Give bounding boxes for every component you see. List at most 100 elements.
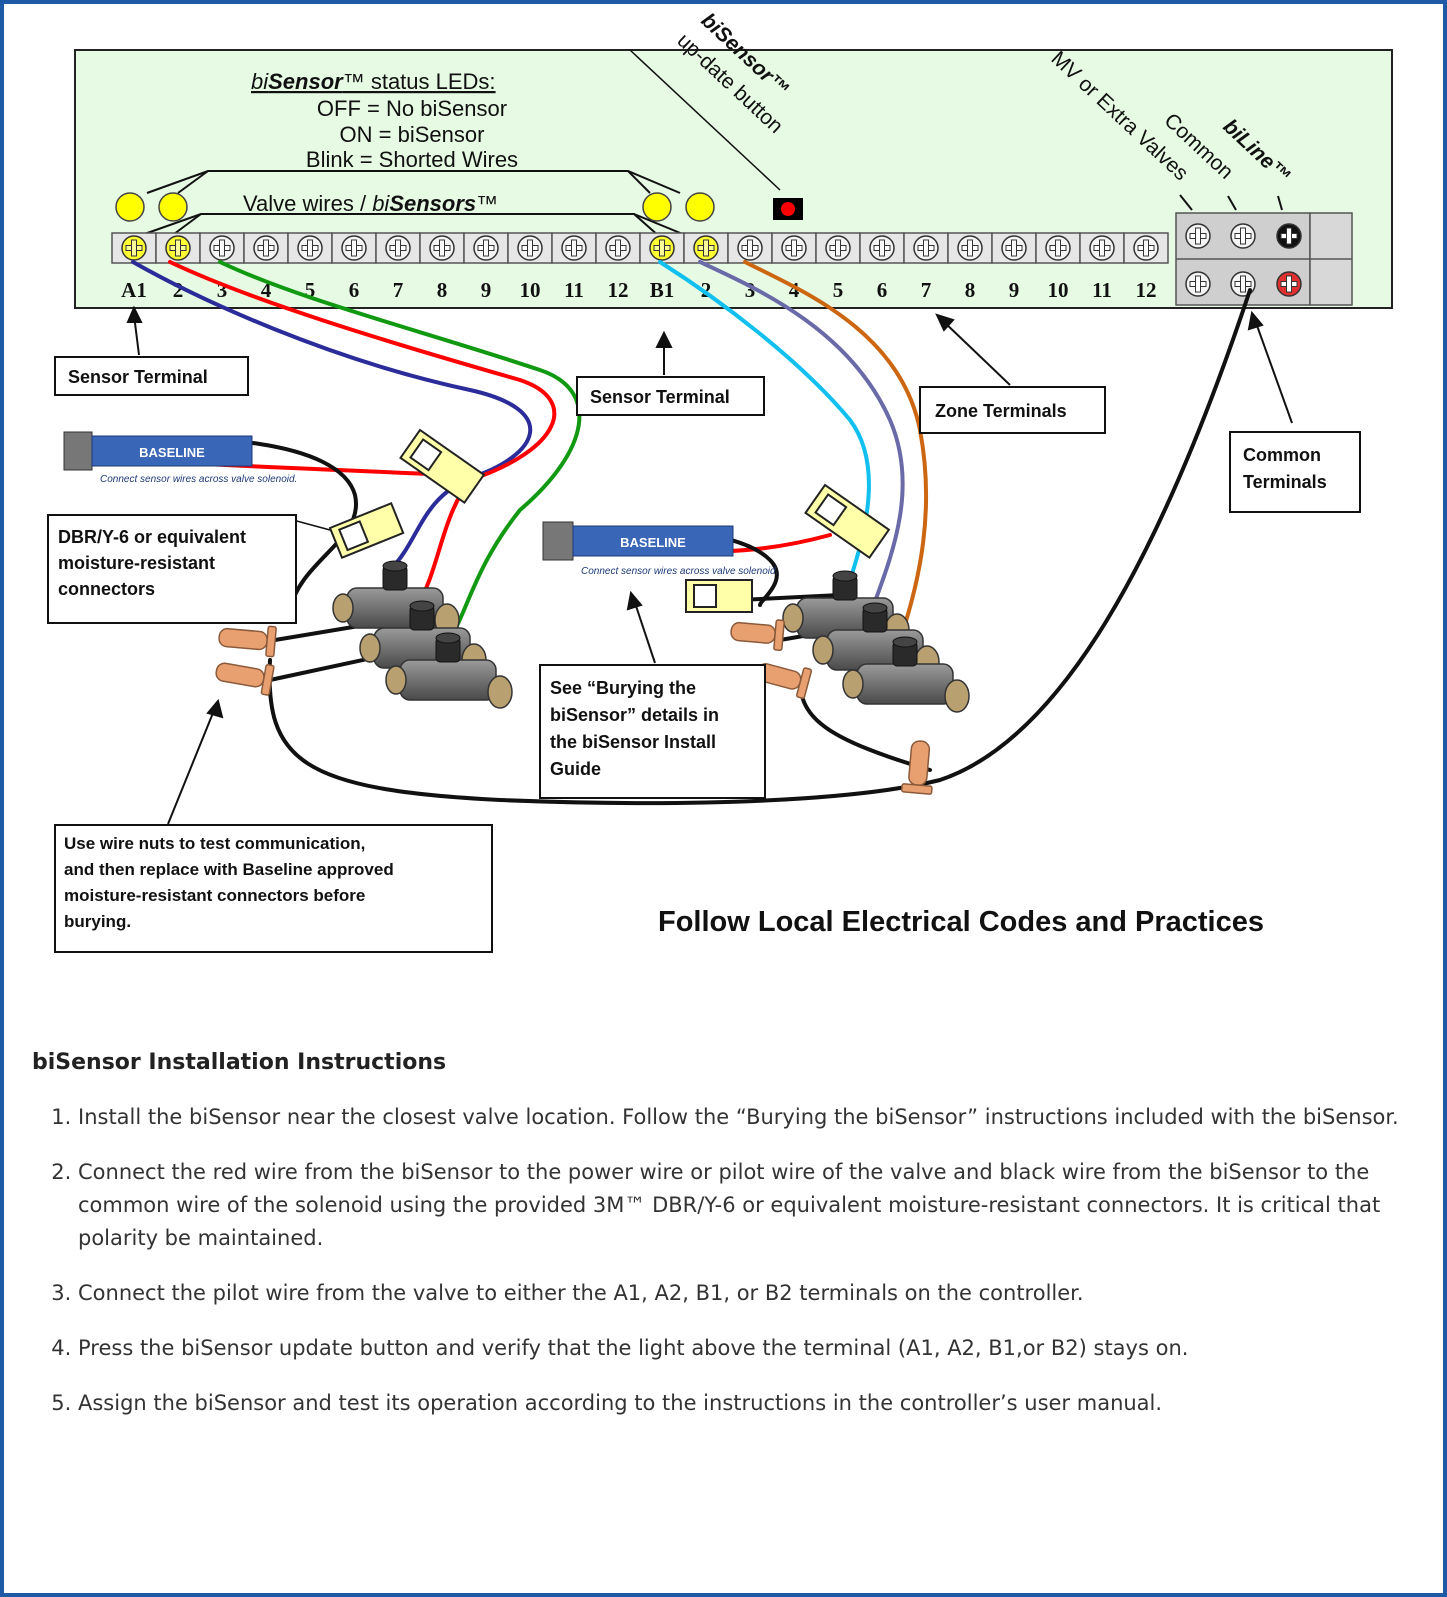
wiring-diagram: biSensor™ status LEDs: OFF = No biSensor… bbox=[47, 9, 1393, 953]
terminal-label: 4 bbox=[261, 278, 272, 302]
terminal-label: 3 bbox=[745, 278, 756, 302]
valve-icon bbox=[385, 632, 513, 709]
terminal-screw-icon bbox=[517, 235, 543, 261]
callout-burying-bisensor: See “Burying the biSensor” details in th… bbox=[539, 664, 766, 799]
instructions-list: Install the biSensor near the closest va… bbox=[32, 1101, 1412, 1420]
terminal-screw-icon bbox=[957, 235, 983, 261]
terminal-screw-icon bbox=[649, 235, 675, 261]
bisensor-device-b: BASELINE Connect sensor wires across val… bbox=[542, 521, 778, 577]
status-blink-text: Blink = Shorted Wires bbox=[306, 147, 518, 172]
callout-sensor-terminal-a: Sensor Terminal bbox=[54, 356, 249, 396]
terminal-label: 12 bbox=[1136, 278, 1157, 302]
svg-text:See “Burying the: See “Burying the bbox=[550, 678, 696, 698]
terminal-label: 12 bbox=[608, 278, 629, 302]
terminal-screw-icon bbox=[473, 235, 499, 261]
terminal-label: 2 bbox=[701, 278, 712, 302]
callout-dbr-connectors: DBR/Y-6 or equivalent moisture-resistant… bbox=[47, 514, 297, 624]
terminal-label: 5 bbox=[833, 278, 844, 302]
svg-text:Use wire nuts to test communic: Use wire nuts to test communication, bbox=[64, 834, 365, 853]
callout-sensor-terminal-b: Sensor Terminal bbox=[576, 376, 765, 416]
svg-text:biSensor” details in: biSensor” details in bbox=[550, 705, 719, 725]
instruction-step: Connect the red wire from the biSensor t… bbox=[78, 1156, 1412, 1255]
status-leds-title: biSensor™ status LEDs: bbox=[251, 69, 496, 94]
terminal-screw-icon bbox=[693, 235, 719, 261]
svg-text:moisture-resistant connectors: moisture-resistant connectors before bbox=[64, 886, 365, 905]
valve-wires-label: Valve wires / biSensors™ bbox=[243, 191, 498, 216]
svg-text:the biSensor Install: the biSensor Install bbox=[550, 732, 716, 752]
callout-pointers bbox=[126, 305, 1293, 825]
common-terminal-screw-icon bbox=[1276, 223, 1302, 249]
status-on-text: ON = biSensor bbox=[340, 122, 485, 147]
terminal-screw-icon bbox=[341, 235, 367, 261]
terminal-screw-icon bbox=[253, 235, 279, 261]
terminal-label: 4 bbox=[789, 278, 800, 302]
common-terminal-screw-icon bbox=[1185, 271, 1211, 297]
terminal-label: 8 bbox=[437, 278, 448, 302]
common-terminal-screw-icon bbox=[1230, 223, 1256, 249]
valves bbox=[332, 560, 970, 713]
sensor-a-brand: BASELINE bbox=[139, 445, 205, 460]
wire-common-main bbox=[267, 288, 1252, 806]
svg-text:Sensor Terminal: Sensor Terminal bbox=[68, 367, 208, 387]
terminal-screw-icon bbox=[385, 235, 411, 261]
status-led-b1 bbox=[642, 192, 672, 222]
terminal-screw-icon bbox=[165, 235, 191, 261]
terminal-label: 3 bbox=[217, 278, 228, 302]
callout-zone-terminals: Zone Terminals bbox=[919, 386, 1106, 434]
terminal-strip-a bbox=[111, 232, 641, 264]
footer-note: Follow Local Electrical Codes and Practi… bbox=[658, 906, 1264, 938]
terminal-screw-icon bbox=[737, 235, 763, 261]
valve-icon bbox=[842, 636, 970, 713]
status-led-a2 bbox=[158, 192, 188, 222]
wire-blue-a1 bbox=[131, 260, 533, 572]
terminal-screw-icon bbox=[297, 235, 323, 261]
bisensor-update-button-light bbox=[781, 202, 795, 216]
instruction-step: Assign the biSensor and test its operati… bbox=[78, 1387, 1412, 1420]
instruction-step: Connect the pilot wire from the valve to… bbox=[78, 1277, 1412, 1310]
terminal-label: 2 bbox=[173, 278, 184, 302]
led-pointer-lines bbox=[135, 170, 691, 238]
svg-text:moisture-resistant: moisture-resistant bbox=[58, 553, 215, 573]
terminal-screw-icon bbox=[121, 235, 147, 261]
terminal-label: 5 bbox=[305, 278, 316, 302]
common-terminal-screw-icon bbox=[1230, 271, 1256, 297]
callout-wire-nuts: Use wire nuts to test communication, and… bbox=[54, 824, 493, 953]
terminal-strip-b bbox=[639, 232, 1169, 264]
svg-text:Sensor Terminal: Sensor Terminal bbox=[590, 387, 730, 407]
instruction-step: Install the biSensor near the closest va… bbox=[78, 1101, 1412, 1134]
terminal-screw-icon bbox=[869, 235, 895, 261]
terminal-screw-icon bbox=[1045, 235, 1071, 261]
terminal-label: 6 bbox=[349, 278, 360, 302]
terminal-screw-icon bbox=[561, 235, 587, 261]
terminal-screw-icon bbox=[209, 235, 235, 261]
status-led-a1 bbox=[115, 192, 145, 222]
callout-common-terminals: Common Terminals bbox=[1229, 431, 1361, 513]
svg-text:DBR/Y-6 or equivalent: DBR/Y-6 or equivalent bbox=[58, 527, 246, 547]
status-led-b2 bbox=[685, 192, 715, 222]
common-terminal-screw-icon bbox=[1185, 223, 1211, 249]
sensor-b-caption: Connect sensor wires across valve soleno… bbox=[581, 566, 778, 577]
common-terminal-screw-icon bbox=[1276, 271, 1302, 297]
terminal-screw-icon bbox=[1001, 235, 1027, 261]
bisensor-device-a: BASELINE Connect sensor wires across val… bbox=[63, 431, 297, 485]
terminal-screw-icon bbox=[825, 235, 851, 261]
terminal-label: 7 bbox=[921, 278, 932, 302]
svg-text:burying.: burying. bbox=[64, 912, 131, 931]
terminal-screw-icon bbox=[781, 235, 807, 261]
terminal-label: B1 bbox=[650, 278, 675, 302]
terminal-label: 10 bbox=[520, 278, 541, 302]
terminal-screw-icon bbox=[1133, 235, 1159, 261]
header-pointer-arrows bbox=[1179, 194, 1283, 211]
wire-red-a2 bbox=[168, 260, 557, 612]
terminal-label: 9 bbox=[1009, 278, 1020, 302]
terminal-label: A1 bbox=[121, 278, 147, 302]
svg-text:Common: Common bbox=[1243, 445, 1321, 465]
dbr-connectors bbox=[328, 428, 891, 613]
instruction-step: Press the biSensor update button and ver… bbox=[78, 1332, 1412, 1365]
terminal-label: 8 bbox=[965, 278, 976, 302]
terminal-label: 6 bbox=[877, 278, 888, 302]
status-off-text: OFF = No biSensor bbox=[317, 96, 507, 121]
terminal-label: 11 bbox=[1092, 278, 1112, 302]
